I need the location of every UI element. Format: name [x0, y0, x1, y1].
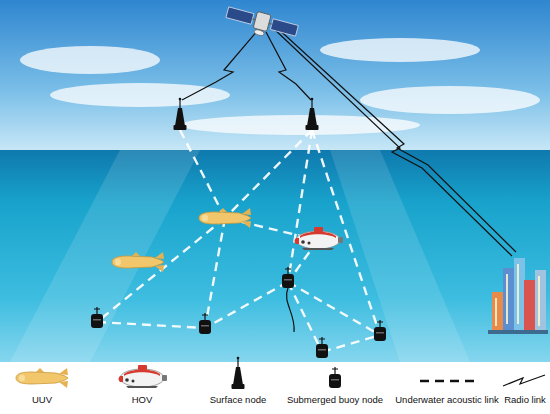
surface-node: [174, 98, 187, 130]
legend-label: HOV: [132, 394, 153, 406]
legend-uuv-sample: [16, 368, 68, 388]
submerged-buoy: [199, 313, 211, 334]
acoustic-links: [97, 130, 380, 352]
legend-label: Submerged buoy node: [287, 394, 383, 406]
legend-acoustic-sample: [420, 380, 474, 382]
submerged-buoy: [374, 320, 386, 341]
radio-links: [182, 25, 516, 256]
submerged-buoy: [316, 337, 328, 358]
sky: [0, 0, 550, 152]
legend-hov-sample: [119, 365, 168, 388]
legend-surface-sample: [232, 357, 245, 389]
satellite: [224, 4, 299, 44]
sea: [0, 150, 550, 362]
surface-node: [306, 98, 319, 130]
uuv: [199, 208, 251, 228]
legend-label: UUV: [32, 394, 52, 406]
legend-label: Surface node: [210, 394, 267, 406]
uuv: [112, 252, 164, 272]
legend-buoy-sample: [329, 367, 341, 388]
hov: [295, 227, 344, 250]
legend-label: Radio link: [504, 394, 546, 406]
submerged-buoy: [91, 307, 103, 328]
submerged-buoy: [282, 267, 294, 288]
legend-label: Underwater acoustic link: [395, 394, 499, 406]
light-rays: [10, 150, 470, 362]
anchor-cable: [286, 288, 294, 332]
city: [488, 258, 548, 334]
legend-radio-sample: [503, 375, 545, 386]
clouds: [20, 38, 540, 135]
